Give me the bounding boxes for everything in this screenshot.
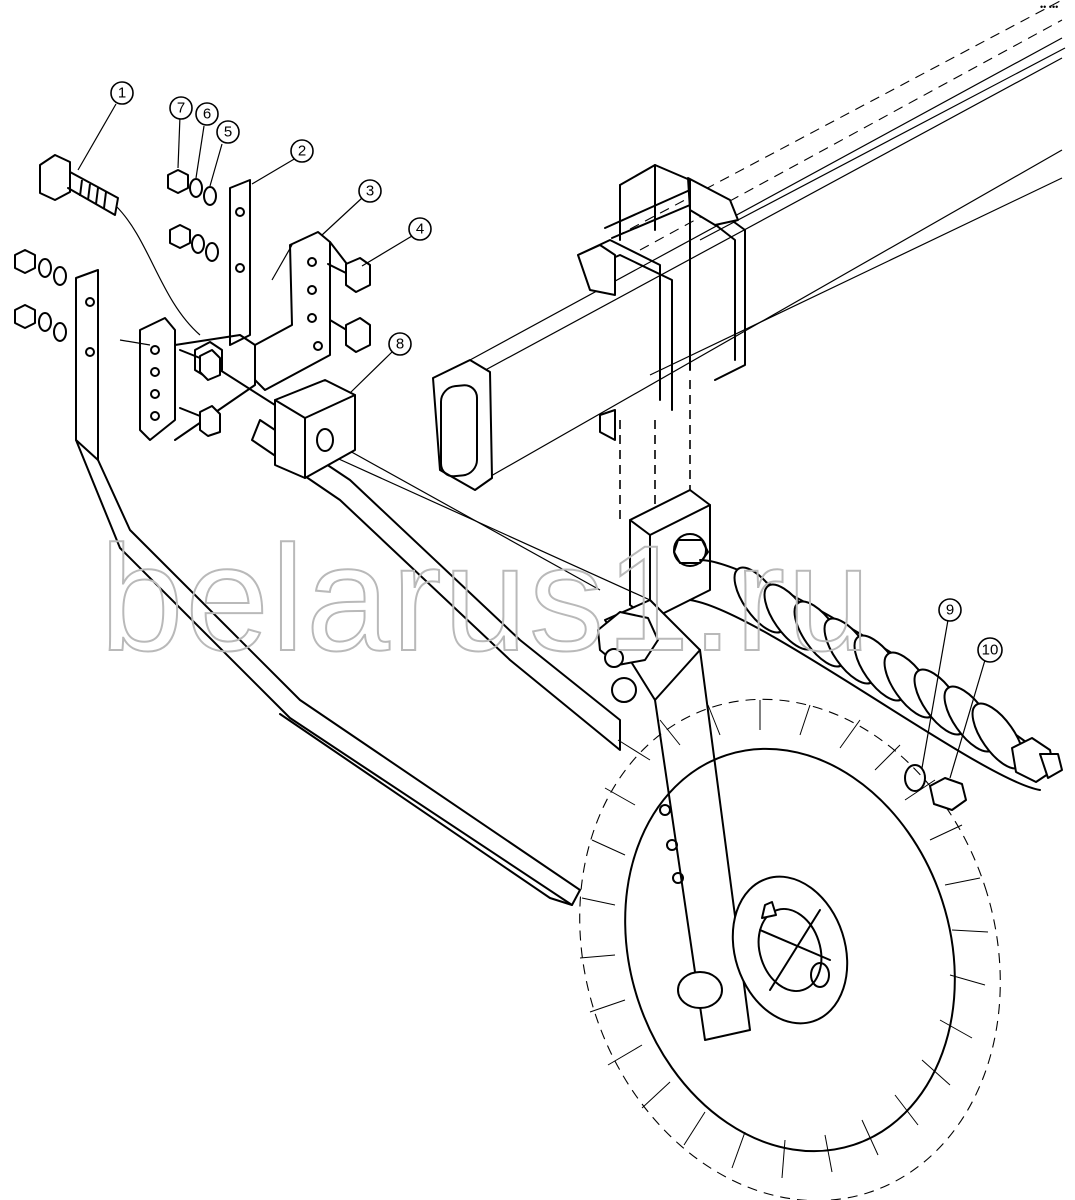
callout-6: 6 [195,102,219,126]
bolt-1 [39,154,223,379]
spring-nut-washer [904,764,967,811]
callout-leaders [77,103,986,779]
tine-shank-left [75,269,581,906]
block-8 [274,379,356,479]
bolts-4 [179,241,371,437]
callout-10: 10 [977,637,1003,663]
callout-9-label: 9 [946,602,954,619]
plate-2 [229,179,251,346]
callout-5-label: 5 [224,124,232,141]
callout-4-label: 4 [416,221,424,238]
callout-8-label: 8 [396,336,404,353]
nut-washer-stack [14,169,219,342]
callout-2-label: 2 [298,143,306,160]
callout-6-label: 6 [203,106,211,123]
callout-10-label: 10 [982,642,999,659]
callout-2: 2 [290,139,314,163]
corner-mark: •• ••• [1040,2,1058,12]
callout-9: 9 [938,598,962,622]
callout-8: 8 [388,332,412,356]
arm-holder [629,489,711,621]
callout-1: 1 [110,81,134,105]
callout-7-label: 7 [177,100,185,117]
u-clamp [577,164,746,520]
callout-3: 3 [358,179,382,203]
bracket-left [139,317,256,441]
disc-wheel [579,698,1001,1200]
callout-1-label: 1 [118,85,126,102]
bracket-3 [254,231,331,391]
frame-beam [432,0,1066,491]
callout-4: 4 [408,217,432,241]
watermark: belarus1.ru [100,514,872,682]
callout-3-label: 3 [366,183,374,200]
callout-5: 5 [216,120,240,144]
callout-7: 7 [169,96,193,120]
spring [689,559,1063,791]
